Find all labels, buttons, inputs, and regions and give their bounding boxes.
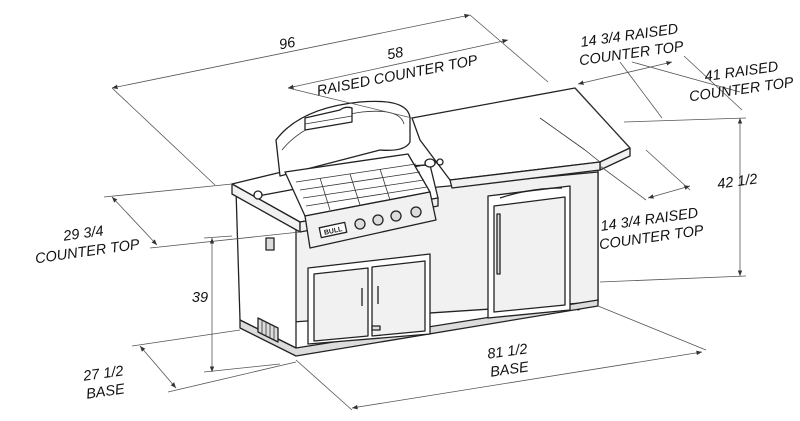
label-overall-height: 42 1/2	[716, 171, 758, 192]
bbq-island: BULL	[231, 87, 631, 357]
refrigerator[interactable]	[487, 185, 571, 319]
burner-knob-1[interactable]	[354, 218, 366, 230]
label-base-width-caption: BASE	[489, 359, 530, 380]
label-raised-top-width: 58	[386, 45, 405, 64]
label-base-width-value: 81 1/2	[486, 341, 528, 362]
label-base-depth-value: 27 1/2	[81, 363, 124, 385]
dimension-lines	[103, 13, 747, 411]
burner-knob-2[interactable]	[372, 214, 384, 226]
grill-head: BULL	[284, 153, 437, 249]
burner-knob-4[interactable]	[410, 206, 422, 218]
side-switch-icon	[265, 237, 275, 251]
access-doors[interactable]	[307, 253, 431, 345]
grill-lid	[275, 100, 411, 177]
vent-grille-icon	[257, 317, 279, 343]
label-base-depth-caption: BASE	[85, 381, 126, 402]
grill-brand-badge: BULL	[323, 226, 343, 237]
label-overall-width: 96	[278, 35, 298, 54]
burner-knob-3[interactable]	[390, 210, 402, 222]
label-counter-depth-value: 29 3/4	[61, 223, 104, 245]
label-counter-height: 39	[192, 290, 208, 306]
